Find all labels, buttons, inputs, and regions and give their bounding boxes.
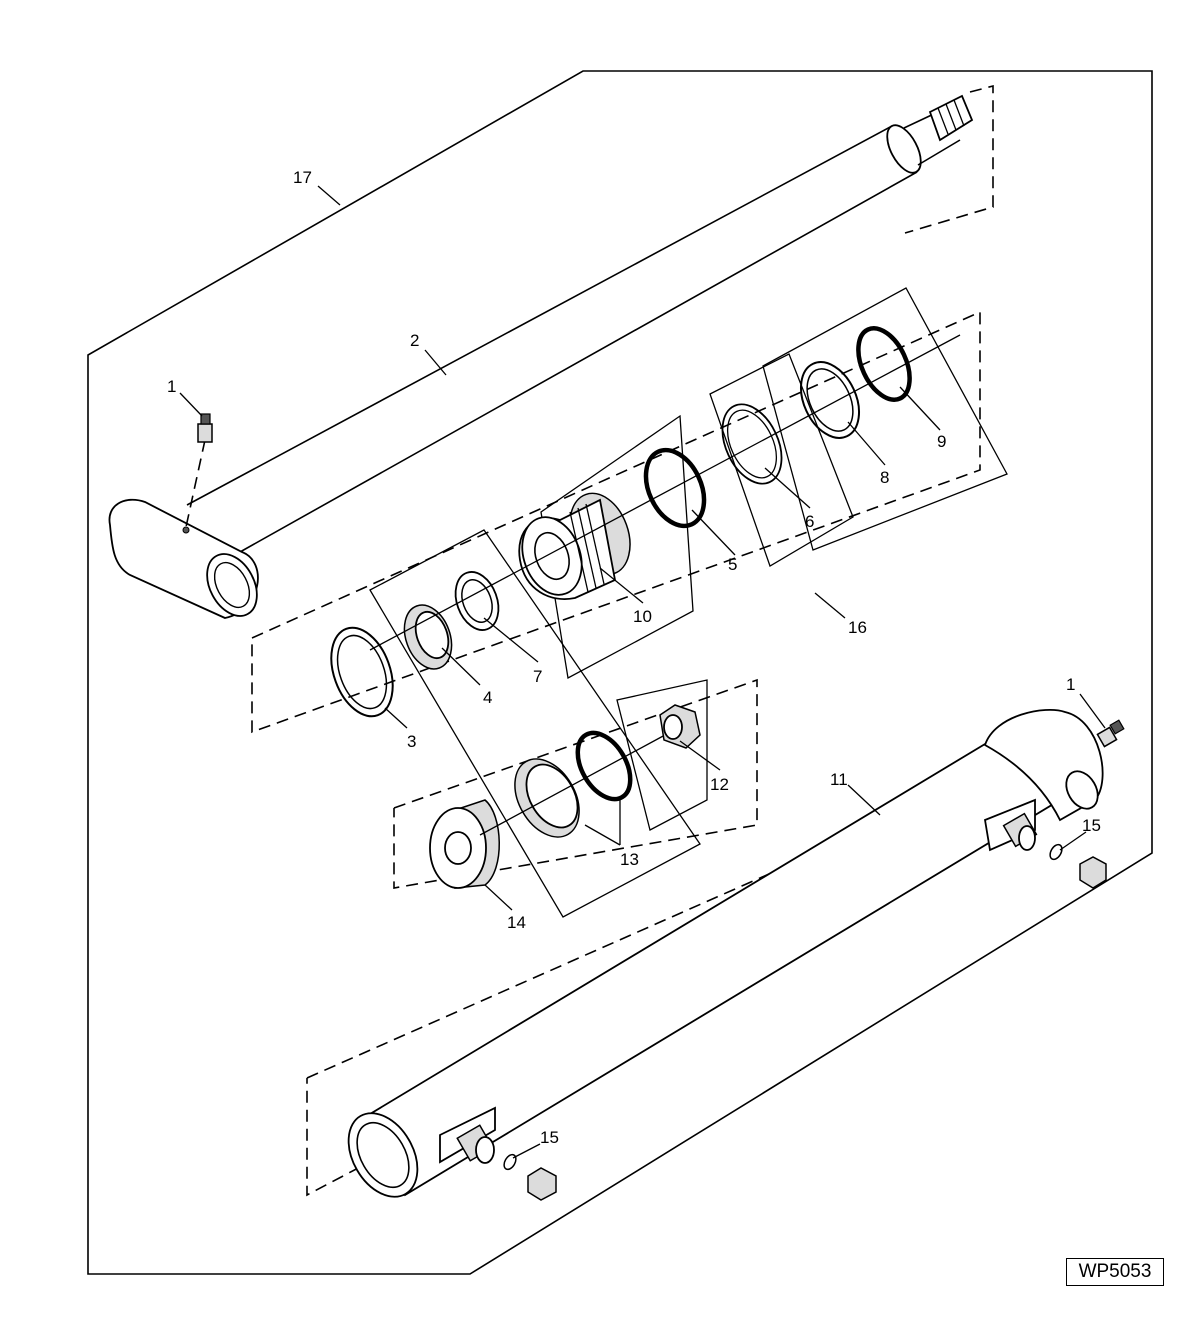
callout-12: 12 [710, 775, 729, 794]
group-box-4-7 [369, 529, 701, 918]
callout-5: 5 [728, 555, 737, 574]
callout-17: 17 [293, 168, 312, 187]
callout-9: 9 [937, 432, 946, 451]
callout-10: 10 [633, 607, 652, 626]
callout-4: 4 [483, 688, 492, 707]
callout-11: 11 [830, 770, 848, 789]
group-box-8-9 [762, 287, 1008, 551]
seal-7 [454, 571, 500, 631]
rod-dashed-outline [904, 84, 994, 234]
callout-15-right: 15 [1082, 816, 1101, 835]
callout-14: 14 [507, 913, 526, 932]
grease-fitting-bottom [1096, 719, 1125, 748]
callout-6: 6 [805, 512, 814, 531]
piston-rod [186, 94, 974, 553]
ring-8 [799, 361, 861, 439]
callout-2: 2 [410, 331, 419, 350]
cylinder-barrel [347, 708, 1104, 1198]
assembly-boundary [87, 70, 1153, 1275]
piston-14 [429, 799, 500, 889]
leader-lines [179, 185, 1106, 1159]
seal-kit-dashed-outline [251, 310, 981, 734]
backup-ring-6 [721, 403, 783, 485]
gland-10 [518, 492, 631, 600]
nut-and-oring-left [503, 1153, 557, 1201]
o-ring-5 [643, 447, 707, 529]
callout-8: 8 [880, 468, 889, 487]
seal-kit-axis [369, 334, 961, 651]
group-box-10 [540, 414, 694, 680]
o-ring-13 [575, 730, 633, 802]
o-ring-9 [856, 326, 912, 402]
callout-15-left: 15 [540, 1128, 559, 1147]
callout-1-bottom: 1 [1066, 675, 1075, 694]
lower-kit-dashed-outline [393, 678, 758, 889]
callout-3: 3 [407, 732, 416, 751]
rod-eye [108, 498, 259, 619]
figure-id-label: WP5053 [1066, 1258, 1164, 1286]
wiper-seal-4 [403, 604, 453, 670]
callout-16: 16 [848, 618, 867, 637]
nut-12 [659, 704, 701, 749]
callout-13: 13 [620, 850, 639, 869]
group-box-12 [616, 679, 708, 831]
callout-7: 7 [533, 667, 542, 686]
snap-ring-3 [330, 626, 394, 718]
lower-axis [479, 734, 666, 836]
nut-and-oring-right [1049, 843, 1107, 889]
grease-fitting-top [185, 413, 213, 528]
callout-1-top: 1 [167, 377, 176, 396]
group-box-6 [709, 353, 854, 567]
